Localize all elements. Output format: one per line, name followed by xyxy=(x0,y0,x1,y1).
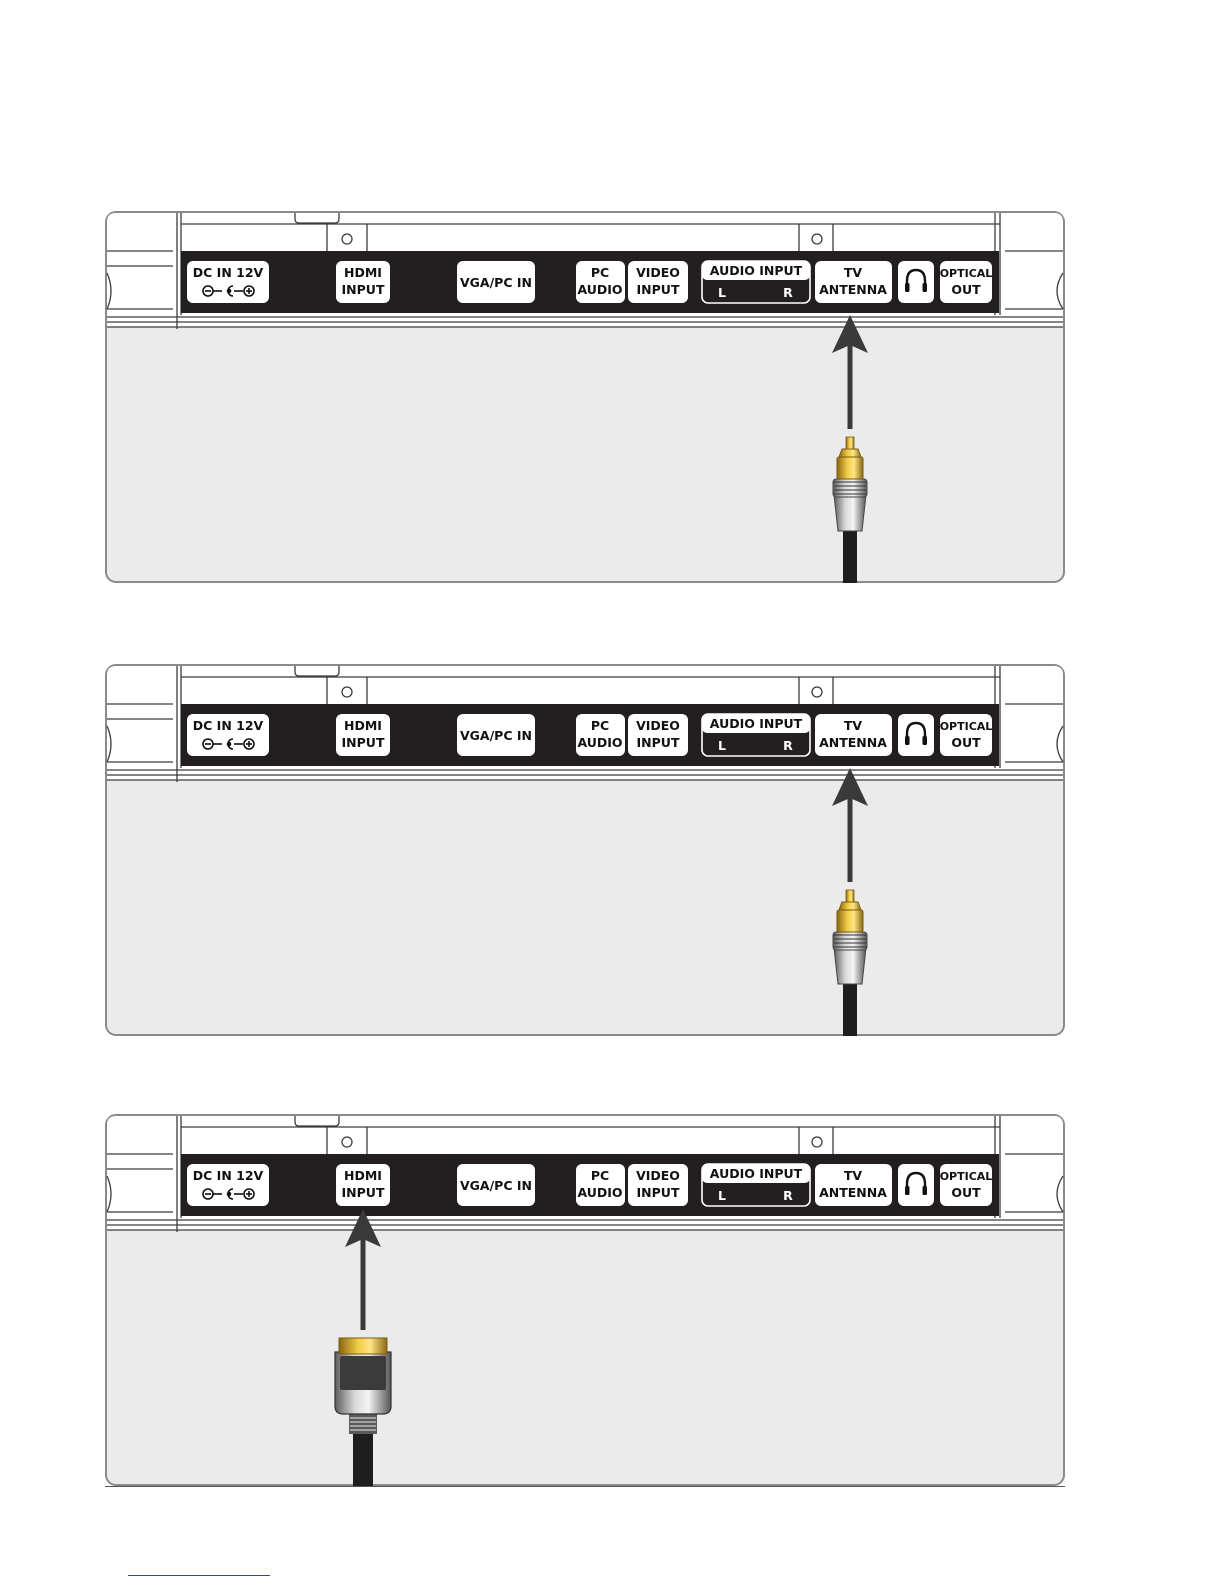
video-input-label-line1: VIDEO xyxy=(636,718,680,733)
audio-right-label: R xyxy=(783,738,793,753)
audio-left-label: L xyxy=(718,738,726,753)
tv-antenna-label-line1: TV xyxy=(844,1168,863,1183)
tv-antenna-label-line1: TV xyxy=(844,718,863,733)
video-input-label-line2: INPUT xyxy=(637,282,680,297)
tv-rear-panel-diagram: DC IN 12V HDMI INPUT VGA/PC IN PC AUDIO xyxy=(105,664,1065,1036)
port-optical-out: OPTICAL OUT xyxy=(940,261,993,303)
port-optical-out: OPTICAL OUT xyxy=(940,1164,993,1206)
audio-right-label: R xyxy=(783,1188,793,1203)
port-hdmi-input: HDMI INPUT xyxy=(336,1164,390,1206)
port-video-input: VIDEO INPUT xyxy=(628,714,688,756)
port-video-input: VIDEO INPUT xyxy=(628,261,688,303)
audio-left-label: L xyxy=(718,285,726,300)
optical-out-label-line1: OPTICAL xyxy=(940,720,993,733)
tv-antenna-label-line1: TV xyxy=(844,265,863,280)
dc-in-label: DC IN 12V xyxy=(193,1168,264,1183)
dc-polarity-icon xyxy=(203,739,254,749)
dc-polarity-icon xyxy=(203,1189,254,1199)
port-pc-audio: PC AUDIO xyxy=(576,261,625,303)
port-headphones xyxy=(898,1164,934,1206)
pc-audio-label-line2: AUDIO xyxy=(577,735,622,750)
tv-antenna-label-line2: ANTENNA xyxy=(819,735,887,750)
port-vga-pc-in: VGA/PC IN xyxy=(457,261,535,303)
port-dc-in: DC IN 12V xyxy=(187,261,269,303)
diagram-antenna-connection-2: DC IN 12V HDMI INPUT VGA/PC IN PC AUDIO xyxy=(105,664,1065,1036)
optical-out-label-line2: OUT xyxy=(951,1185,981,1200)
diagram-antenna-connection-1: DC IN 12V HDMI INPUT VGA/PC IN PC AUDIO xyxy=(105,211,1065,583)
audio-input-label: AUDIO INPUT xyxy=(710,1166,803,1181)
port-headphones xyxy=(898,714,934,756)
page-rule xyxy=(105,1486,1065,1487)
audio-right-label: R xyxy=(783,285,793,300)
tv-antenna-label-line2: ANTENNA xyxy=(819,1185,887,1200)
video-input-label-line2: INPUT xyxy=(637,735,680,750)
tv-antenna-label-line2: ANTENNA xyxy=(819,282,887,297)
dc-in-label: DC IN 12V xyxy=(193,265,264,280)
hdmi-label-line2: INPUT xyxy=(342,1185,385,1200)
optical-out-label-line2: OUT xyxy=(951,282,981,297)
dc-in-label: DC IN 12V xyxy=(193,718,264,733)
port-pc-audio: PC AUDIO xyxy=(576,714,625,756)
port-vga-pc-in: VGA/PC IN xyxy=(457,1164,535,1206)
audio-left-label: L xyxy=(718,1188,726,1203)
port-dc-in: DC IN 12V xyxy=(187,714,269,756)
pc-audio-label-line1: PC xyxy=(591,265,609,280)
pc-audio-label-line1: PC xyxy=(591,1168,609,1183)
vga-label: VGA/PC IN xyxy=(460,275,532,290)
pc-audio-label-line2: AUDIO xyxy=(577,282,622,297)
port-pc-audio: PC AUDIO xyxy=(576,1164,625,1206)
video-input-label-line2: INPUT xyxy=(637,1185,680,1200)
dc-polarity-icon xyxy=(203,286,254,296)
optical-out-label-line1: OPTICAL xyxy=(940,1170,993,1183)
tv-rear-panel-diagram: DC IN 12V HDMI INPUT VGA/PC IN PC AUDIO xyxy=(105,1114,1065,1486)
port-dc-in: DC IN 12V xyxy=(187,1164,269,1206)
diagram-hdmi-connection: DC IN 12V HDMI INPUT VGA/PC IN PC AUDIO xyxy=(105,1114,1065,1486)
tv-rear-panel-diagram: DC IN 12V HDMI INPUT VGA/PC IN PC AUDIO xyxy=(105,211,1065,583)
port-vga-pc-in: VGA/PC IN xyxy=(457,714,535,756)
port-optical-out: OPTICAL OUT xyxy=(940,714,993,756)
hdmi-label-line2: INPUT xyxy=(342,282,385,297)
footer-link-underline xyxy=(128,1575,270,1576)
hdmi-label-line1: HDMI xyxy=(344,1168,382,1183)
port-tv-antenna: TV ANTENNA xyxy=(815,261,892,303)
vga-label: VGA/PC IN xyxy=(460,728,532,743)
pc-audio-label-line1: PC xyxy=(591,718,609,733)
video-input-label-line1: VIDEO xyxy=(636,265,680,280)
port-hdmi-input: HDMI INPUT xyxy=(336,261,390,303)
port-tv-antenna: TV ANTENNA xyxy=(815,1164,892,1206)
audio-input-label: AUDIO INPUT xyxy=(710,716,803,731)
port-tv-antenna: TV ANTENNA xyxy=(815,714,892,756)
audio-input-label: AUDIO INPUT xyxy=(710,263,803,278)
hdmi-label-line2: INPUT xyxy=(342,735,385,750)
port-headphones xyxy=(898,261,934,303)
port-video-input: VIDEO INPUT xyxy=(628,1164,688,1206)
optical-out-label-line2: OUT xyxy=(951,735,981,750)
hdmi-label-line1: HDMI xyxy=(344,265,382,280)
hdmi-label-line1: HDMI xyxy=(344,718,382,733)
video-input-label-line1: VIDEO xyxy=(636,1168,680,1183)
port-hdmi-input: HDMI INPUT xyxy=(336,714,390,756)
vga-label: VGA/PC IN xyxy=(460,1178,532,1193)
pc-audio-label-line2: AUDIO xyxy=(577,1185,622,1200)
optical-out-label-line1: OPTICAL xyxy=(940,267,993,280)
